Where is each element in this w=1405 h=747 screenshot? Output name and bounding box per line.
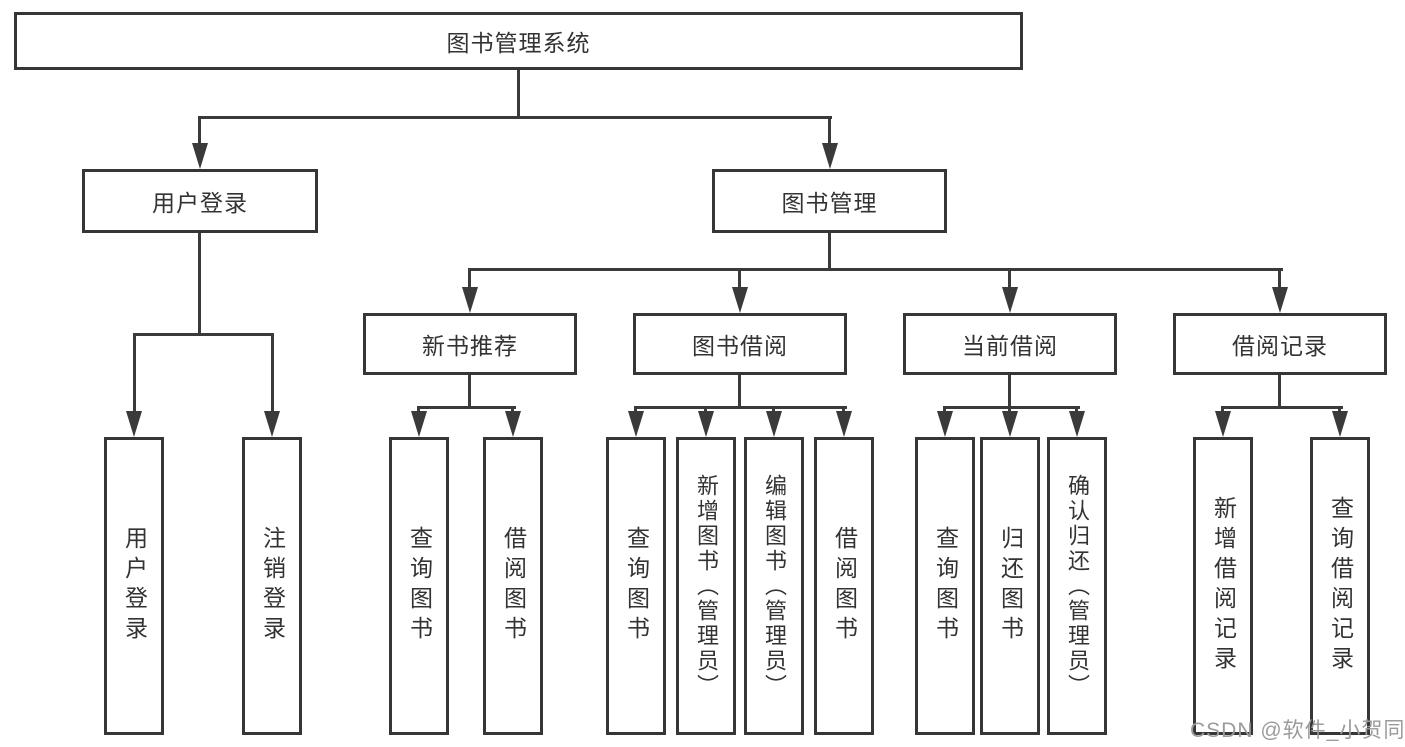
connector-line: [198, 116, 201, 144]
csdn-watermark: CSDN @软件_小贺同学: [1190, 719, 1405, 742]
leaf-label: 用户登录: [121, 526, 148, 646]
connector-line: [1075, 406, 1078, 414]
connector-line: [1008, 268, 1011, 288]
node-label: 图书管理: [781, 190, 878, 216]
connector-line: [133, 333, 274, 336]
leaf-label: 新增借阅记录: [1210, 496, 1237, 676]
connector-line: [417, 406, 420, 414]
leaf-label: 注销登录: [259, 526, 286, 646]
arrowhead-down: [1002, 411, 1018, 437]
leaf-label: 借阅图书: [500, 526, 527, 646]
leaf-borrow-books-recommend: 借阅图书: [483, 437, 543, 735]
leaf-label: 查询图书: [623, 526, 650, 646]
arrowhead-down: [822, 143, 838, 169]
arrowhead-down: [505, 411, 521, 437]
connector-line: [828, 233, 831, 271]
arrowhead-down: [1272, 287, 1288, 313]
connector-line: [468, 375, 471, 409]
node-label: 借阅记录: [1232, 333, 1328, 359]
leaf-label: 查询图书: [932, 526, 959, 646]
connector-line: [271, 333, 274, 411]
arrowhead-down: [192, 143, 208, 169]
leaf-query-books-borrowing: 查询图书: [606, 437, 666, 735]
connector-line: [198, 233, 201, 335]
connector-line: [634, 406, 637, 414]
connector-line: [511, 406, 514, 414]
arrowhead-down: [732, 287, 748, 313]
leaf-label: 确认归还（管理员）: [1065, 473, 1090, 699]
arrowhead-down: [1215, 411, 1231, 437]
leaf-return-book: 归还图书: [980, 437, 1040, 735]
leaf-borrow-books-borrowing: 借阅图书: [814, 437, 874, 735]
arrowhead-down: [937, 411, 953, 437]
arrowhead-down: [462, 287, 478, 313]
connector-line: [634, 406, 847, 409]
leaf-label: 编辑图书（管理员）: [762, 473, 787, 699]
node-label: 当前借阅: [962, 333, 1058, 359]
leaf-confirm-return-admin: 确认归还（管理员）: [1047, 437, 1107, 735]
arrowhead-down: [698, 411, 714, 437]
node-current-borrowing: 当前借阅: [903, 313, 1117, 375]
leaf-user-login: 用户登录: [104, 437, 164, 735]
arrowhead-down: [628, 411, 644, 437]
node-new-book-recommendation: 新书推荐: [363, 313, 577, 375]
connector-line: [133, 333, 136, 411]
connector-line: [468, 268, 471, 288]
leaf-edit-book-admin: 编辑图书（管理员）: [744, 437, 804, 735]
node-borrowing-records: 借阅记录: [1173, 313, 1387, 375]
connector-line: [1008, 406, 1011, 414]
node-root-library-management-system: 图书管理系统: [14, 12, 1023, 70]
arrowhead-down: [411, 411, 427, 437]
node-label: 用户登录: [152, 190, 248, 216]
connector-line: [1008, 375, 1011, 409]
leaf-query-borrow-record: 查询借阅记录: [1310, 437, 1370, 735]
node-book-management: 图书管理: [712, 169, 947, 233]
arrowhead-down: [766, 411, 782, 437]
leaf-add-book-admin: 新增图书（管理员）: [676, 437, 736, 735]
connector-line: [1221, 406, 1343, 409]
node-book-borrowing: 图书借阅: [633, 313, 847, 375]
connector-line: [772, 406, 775, 414]
node-label: 图书借阅: [692, 333, 788, 359]
arrowhead-down: [1069, 411, 1085, 437]
connector-line: [828, 116, 831, 144]
arrowhead-down: [1332, 411, 1348, 437]
arrowhead-down: [836, 411, 852, 437]
leaf-logout: 注销登录: [242, 437, 302, 735]
leaf-label: 查询图书: [406, 526, 433, 646]
connector-line: [943, 406, 946, 414]
leaf-label: 查询借阅记录: [1327, 496, 1354, 676]
leaf-label: 借阅图书: [831, 526, 858, 646]
connector-line: [517, 70, 520, 118]
connector-line: [1338, 406, 1341, 414]
connector-line: [704, 406, 707, 414]
connector-line: [1278, 375, 1281, 409]
leaf-add-borrow-record: 新增借阅记录: [1193, 437, 1253, 735]
connector-line: [198, 116, 832, 119]
connector-line: [943, 406, 1080, 409]
connector-line: [842, 406, 845, 414]
connector-line: [738, 268, 741, 288]
node-label: 图书管理系统: [446, 30, 591, 56]
connector-line: [738, 375, 741, 409]
node-label: 新书推荐: [422, 333, 518, 359]
connector-line: [468, 268, 1283, 271]
connector-line: [1278, 268, 1281, 288]
arrowhead-down: [126, 411, 142, 437]
arrowhead-down: [1002, 287, 1018, 313]
node-user-login: 用户登录: [82, 169, 318, 233]
connector-line: [417, 406, 516, 409]
leaf-label: 新增图书（管理员）: [694, 473, 719, 699]
leaf-query-books-current: 查询图书: [915, 437, 975, 735]
leaf-label: 归还图书: [997, 526, 1024, 646]
leaf-query-books-recommend: 查询图书: [389, 437, 449, 735]
arrowhead-down: [264, 411, 280, 437]
connector-line: [1221, 406, 1224, 414]
